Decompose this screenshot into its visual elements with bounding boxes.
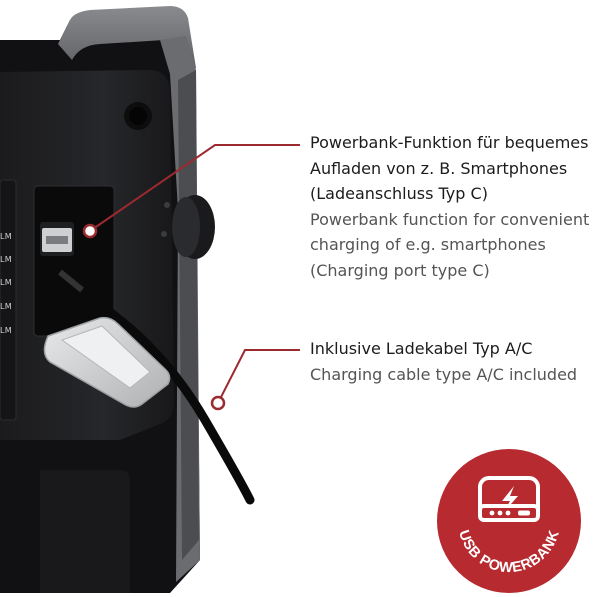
leader-line-2: [217, 349, 300, 404]
callout-de-line: (Ladeanschluss Typ C): [310, 184, 488, 203]
callout-powerbank-function: Powerbank-Funktion für bequemes Aufladen…: [310, 130, 589, 283]
scale-label: LM: [0, 326, 12, 335]
callout-de-line: Aufladen von z. B. Smartphones: [310, 158, 568, 178]
scale-label: LM: [0, 232, 12, 241]
scale-label: LM: [0, 278, 12, 287]
usb-powerbank-badge: USB POWERBANK: [437, 449, 581, 593]
scale-label: LM: [0, 255, 12, 264]
leader-dot-2: [210, 395, 226, 411]
leader-dot-1: [82, 223, 98, 239]
rubber-cap: [58, 6, 196, 70]
leader-line-1: [89, 144, 300, 232]
port-compartment: [33, 185, 115, 337]
scale-strip: [0, 179, 17, 421]
callout-en-line: Powerbank function for convenient: [310, 209, 590, 229]
lower-panel: [40, 470, 130, 593]
callout-en-line: (Charging port type C): [310, 260, 490, 280]
callout-en-line: charging of e.g. smartphones: [310, 235, 546, 254]
callout-charging-cable: Inklusive Ladekabel Typ A/C Charging cab…: [310, 336, 577, 387]
callout-de-line: Inklusive Ladekabel Typ A/C: [310, 339, 533, 358]
charging-cable: [65, 275, 255, 505]
scale-label: LM: [0, 302, 12, 311]
battery-lightning-icon: [478, 476, 540, 522]
callout-en-line: Charging cable type A/C included: [310, 364, 578, 384]
callout-de-line: Powerbank-Funktion für bequemes: [310, 133, 589, 152]
